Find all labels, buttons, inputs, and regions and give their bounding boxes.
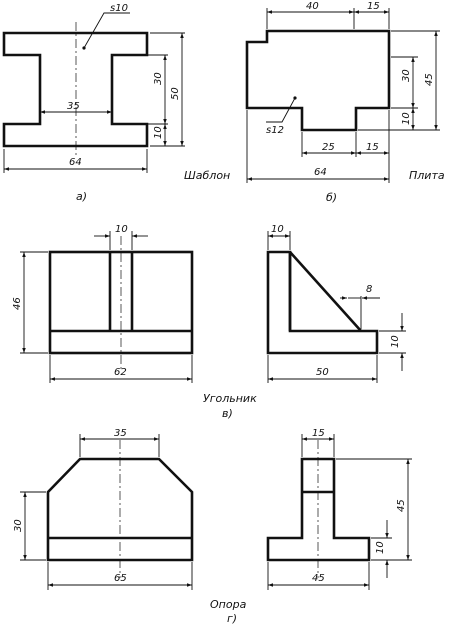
angle-caption: в) xyxy=(222,407,233,420)
template-dim-10: 10 xyxy=(153,126,164,139)
support-dim-45-width: 45 xyxy=(312,573,325,584)
support-dim-45-height: 45 xyxy=(396,499,407,512)
plate-dim-15-top: 15 xyxy=(367,1,380,12)
figure-g-support-front: 35 30 65 xyxy=(13,428,194,590)
plate-dim-45: 45 xyxy=(424,73,435,86)
support-front-outline xyxy=(46,457,194,562)
plate-dim-30: 30 xyxy=(401,69,412,82)
plate-thickness-leader xyxy=(266,97,296,123)
angle-dim-50: 50 xyxy=(316,367,329,378)
support-dim-65: 65 xyxy=(114,573,127,584)
angle-dim-10-top: 10 xyxy=(271,224,284,235)
plate-name: Плита xyxy=(409,169,445,182)
support-dim-30: 30 xyxy=(13,519,24,532)
template-thickness-leader xyxy=(83,12,130,49)
plate-dim-25: 25 xyxy=(322,142,335,153)
plate-caption: б) xyxy=(326,191,337,204)
angle-name: Угольник xyxy=(203,392,257,405)
angle-dim-46: 46 xyxy=(12,297,23,310)
angle-dim-8: 8 xyxy=(366,284,372,295)
plate-dim-15-bottom: 15 xyxy=(366,142,379,153)
template-name: Шаблон xyxy=(184,169,230,182)
angle-front-outline xyxy=(48,250,194,355)
support-dim-35: 35 xyxy=(114,428,127,439)
plate-dim-10: 10 xyxy=(401,112,412,125)
template-dim-50: 50 xyxy=(170,87,181,100)
support-dim-10: 10 xyxy=(375,541,386,554)
angle-dim-10-slot: 10 xyxy=(115,224,128,235)
plate-dim-64: 64 xyxy=(314,167,327,178)
support-caption: г) xyxy=(227,612,237,625)
template-dim-35: 35 xyxy=(67,101,80,112)
support-name: Опора xyxy=(210,598,247,611)
support-side-outline xyxy=(266,457,371,562)
support-dim-15: 15 xyxy=(312,428,325,439)
template-thickness-label: s10 xyxy=(110,3,128,14)
figure-v-angle-side: 10 8 10 50 Угольник в) xyxy=(203,224,406,420)
figure-g-support-side: 15 45 10 45 Опора г) xyxy=(210,428,412,625)
figure-a-template: s10 35 64 30 10 50 Шаблон а) xyxy=(2,3,230,203)
figure-b-plate: 40 15 s12 30 10 45 25 15 64 Плита б) xyxy=(245,1,445,204)
plate-outline xyxy=(245,29,391,132)
angle-dim-62: 62 xyxy=(114,367,127,378)
plate-dim-40: 40 xyxy=(306,1,319,12)
template-dim-64: 64 xyxy=(69,157,82,168)
angle-dim-10-base: 10 xyxy=(390,335,401,348)
template-caption: а) xyxy=(76,190,87,203)
template-outline xyxy=(2,31,149,148)
plate-thickness-label: s12 xyxy=(266,125,284,136)
template-dim-30: 30 xyxy=(153,72,164,85)
figure-v-angle-front: 10 46 62 xyxy=(12,224,194,383)
